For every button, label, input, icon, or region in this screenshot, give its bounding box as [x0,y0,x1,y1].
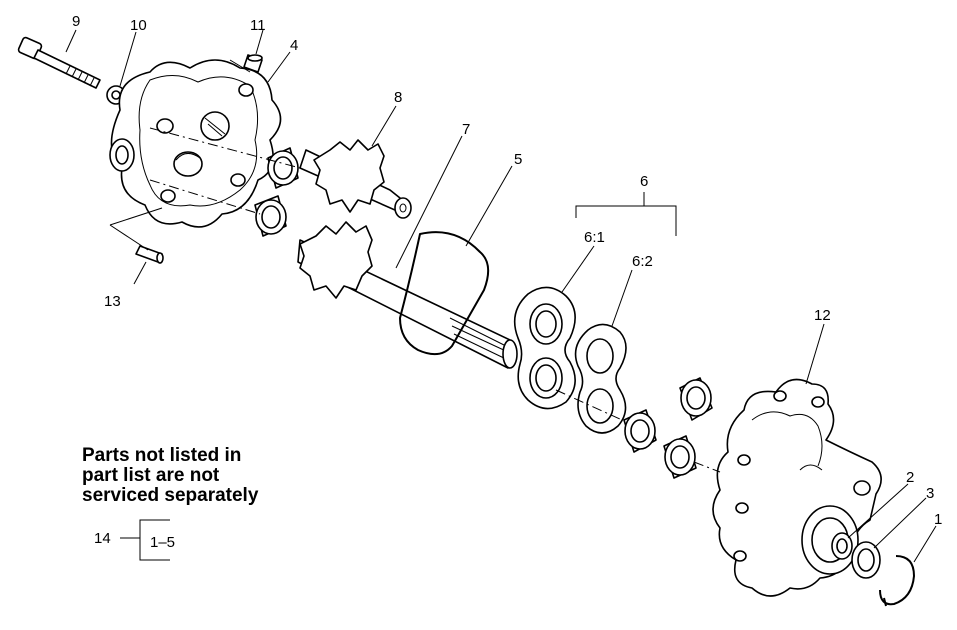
callout-7: 7 [462,121,470,138]
axis-line-main [555,389,623,421]
pin-part-13 [135,245,164,264]
callout-5: 5 [514,151,522,168]
axis-line-right [693,461,721,473]
pin-guide-11 [229,59,251,73]
kit-range-label: 1–5 [150,534,175,551]
leader-lines [65,29,937,563]
pin-guide-13 [109,224,149,251]
callout-1: 1 [934,511,942,528]
bolt-part-9 [17,36,101,89]
service-note-line-3: serviced separately [82,485,259,506]
callout-13: 13 [104,293,121,310]
axis-line-lower [149,179,261,215]
callout-6: 6 [640,173,648,190]
retaining-ring-part-1 [879,555,915,607]
callout-6-1: 6:1 [584,229,605,246]
callout-14: 14 [94,530,111,547]
dowel-pin-part-11 [243,54,263,73]
callout-8: 8 [394,89,402,106]
gear-part-8 [299,139,412,219]
service-note-line-1: Parts not listed in [82,445,242,466]
callout-10: 10 [130,17,147,34]
callout-4: 4 [290,37,298,54]
bearing-right-top [679,377,713,421]
callout-2: 2 [906,469,914,486]
callout-3: 3 [926,485,934,502]
pin-guide-13b [109,207,163,226]
bearing-right-mid [623,409,657,453]
axis-line-upper [149,127,301,169]
pump-housing-part-4 [109,59,282,228]
seal-part-2 [831,532,853,560]
callout-11: 11 [250,17,266,34]
bearing-upper-left [267,147,299,189]
seal-part-6-2 [574,323,627,434]
bearing-right-bottom [663,435,697,479]
service-note-line-2: part list are not [82,465,220,486]
bearing-lower-left [254,195,287,237]
callout-9: 9 [72,13,80,30]
gasket-part-5 [399,231,490,356]
seal-plate-part-6-1 [513,286,576,410]
callout-6-2: 6:2 [632,253,653,270]
service-note: Parts not listed in part list are not se… [82,446,258,506]
callout-12: 12 [814,307,831,324]
washer-part-3 [851,541,881,579]
